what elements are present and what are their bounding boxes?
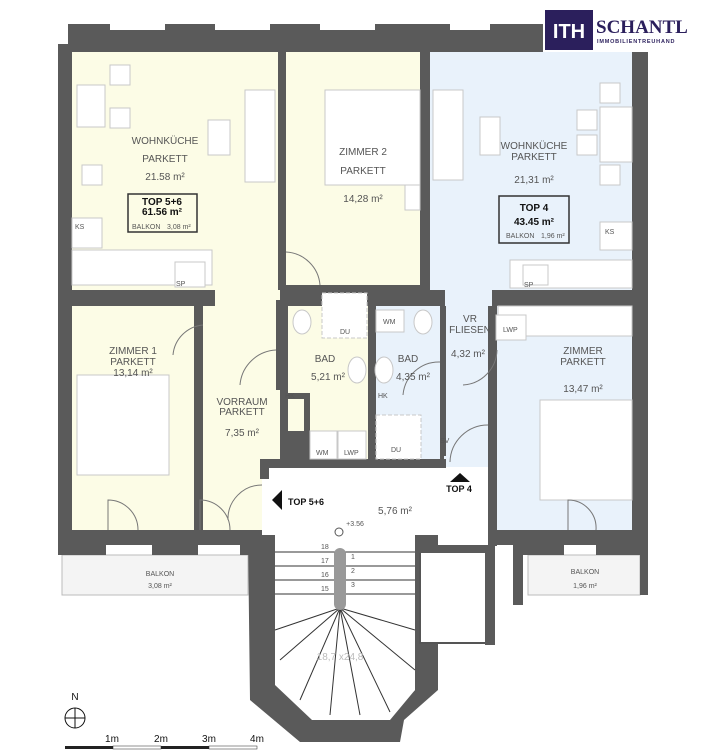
- top56-rooms-2-floor: PARKETT: [110, 357, 155, 368]
- top56-rooms-1-name: ZIMMER 2: [339, 147, 387, 158]
- top56-balcony-label: BALKON: [146, 571, 174, 578]
- scale-ticks-2: 3m: [202, 734, 216, 745]
- top56-summary-box: TOP 5+6 61.56 m² BALKON 3,08 m²: [127, 193, 198, 233]
- top4-labels: WOHNKÜCHE PARKETT 21,31 m² TOP 4 43.45 m…: [378, 140, 615, 454]
- top4-rooms-0-area: 21,31 m²: [514, 175, 554, 186]
- top56-rooms-4-area: 5,21 m²: [311, 372, 346, 383]
- entry-arrow-top4-icon: [450, 473, 470, 482]
- top56-balcony-area: 3,08 m²: [148, 583, 172, 590]
- top56-rooms-3-area: 7,35 m²: [225, 428, 260, 439]
- room-wohnkueche-top4: [430, 52, 632, 290]
- top56-rooms-4-name: BAD: [315, 354, 336, 365]
- interior-walls: [58, 44, 648, 546]
- logo-mark-bg: [545, 10, 593, 50]
- logo-subtitle: IMMOBILIENTREUHAND: [597, 39, 675, 45]
- top56-fixtures-wm: WM: [316, 450, 329, 457]
- top56-fixtures-sp: SP: [176, 281, 186, 288]
- top4-balcony-label: BALKON: [571, 569, 599, 576]
- top4-rooms-1-area: 4,32 m²: [451, 349, 486, 360]
- top56-rooms-3-floor: PARKETT: [219, 407, 264, 418]
- top4-fixtures-lwp: LWP: [503, 327, 518, 334]
- balcony-top56: BALKON 3,08 m²: [58, 530, 250, 596]
- top4-summary-balcony_label: BALKON: [506, 233, 534, 240]
- level-marker-icon: [334, 527, 344, 537]
- furniture: [71, 64, 633, 501]
- top56-rooms-1-area: 14,28 m²: [343, 194, 383, 205]
- logo: ITH SCHANTL IMMOBILIENTREUHAND: [543, 6, 705, 52]
- top56-summary-area: 61.56 m²: [142, 207, 183, 218]
- scale-ticks-3: 4m: [250, 734, 264, 745]
- top4-rooms-1-floor: FLIESEN: [449, 325, 491, 336]
- top56-fixtures-ks: KS: [75, 224, 85, 231]
- stairwell-step_numbers_left-0: 18: [321, 544, 329, 551]
- stairwell-step_numbers_right-2: 3: [351, 582, 355, 589]
- entry-top56: TOP 5+6: [288, 497, 324, 507]
- landing-area: 5,76 m²: [378, 506, 413, 517]
- top4-fixtures-wm: WM: [383, 319, 396, 326]
- top56-labels: WOHNKÜCHE PARKETT 21.58 m² TOP 5+6 61.56…: [75, 135, 387, 457]
- stair-spec: 18,7 x24,8: [317, 652, 364, 663]
- top4-summary-title: TOP 4: [520, 203, 549, 214]
- top4-fixtures-hk: HK: [378, 393, 388, 400]
- doors: [107, 251, 597, 531]
- entry-arrow-top56-icon: [272, 490, 282, 510]
- top4-summary-balcony_area: 1,96 m²: [541, 233, 565, 240]
- top56-rooms-2-name: ZIMMER 1: [109, 346, 157, 357]
- top56-summary-title: TOP 5+6: [142, 197, 182, 208]
- staircase: 18 17 16 15 1 2 3 18,7 x24,8: [248, 535, 495, 742]
- top56-summary-balcony_area: 3,08 m²: [167, 224, 191, 231]
- top4-rooms-0-floor: PARKETT: [511, 152, 556, 163]
- top56-fixtures-hk: HK: [285, 393, 295, 400]
- top56-rooms-1-floor: PARKETT: [340, 166, 385, 177]
- top4-fixtures-sv: SV: [440, 438, 450, 445]
- stairwell-step_numbers_left-1: 17: [321, 558, 329, 565]
- stairwell-labels: TOP 5+6 TOP 4 5,76 m² +3.56: [272, 473, 472, 537]
- top56-rooms-3-name: VORRAUM: [216, 397, 267, 408]
- top4-rooms-2-area: 4,35 m²: [396, 372, 431, 383]
- top56-fixtures-lwp: LWP: [344, 450, 359, 457]
- top4-balcony-area: 1,96 m²: [573, 583, 597, 590]
- stairwell-step_numbers_right-0: 1: [351, 554, 355, 561]
- logo-mark: ITH: [553, 21, 585, 43]
- top4-summary-box: TOP 4 43.45 m² BALKON 1,96 m²: [498, 195, 570, 244]
- stair-landing: [262, 467, 490, 545]
- balcony-top4: BALKON 1,96 m²: [513, 530, 648, 605]
- scale-ticks-1: 2m: [154, 734, 168, 745]
- top4-rooms-1-name: VR: [463, 314, 477, 325]
- top4-fixtures-ks: KS: [605, 229, 615, 236]
- top56-rooms-2-area: 13,14 m²: [113, 368, 153, 379]
- stairwell-step_numbers_left-2: 16: [321, 572, 329, 579]
- stairwell-step_numbers_right-1: 2: [351, 568, 355, 575]
- top56-rooms-0-name: WOHNKÜCHE: [132, 135, 199, 147]
- scale-ticks-0: 1m: [105, 734, 119, 745]
- top4-fixtures-du: DU: [391, 447, 401, 454]
- top4-rooms-0-name: WOHNKÜCHE: [501, 140, 568, 152]
- stairwell-step_numbers_left-3: 15: [321, 586, 329, 593]
- scale-bar: 1m 2m 3m 4m: [65, 734, 264, 750]
- top4-rooms-2-name: BAD: [398, 354, 419, 365]
- top56-fixtures-du: DU: [340, 329, 350, 336]
- top4-summary-area: 43.45 m²: [514, 217, 555, 228]
- top56-rooms-0-floor: PARKETT: [142, 154, 187, 165]
- level-value: +3.56: [346, 521, 364, 528]
- top4-rooms-3-name: ZIMMER: [563, 346, 602, 357]
- north-label: N: [71, 692, 78, 703]
- top4-rooms-3-area: 13,47 m²: [563, 384, 603, 395]
- top4-rooms-3-floor: PARKETT: [560, 357, 605, 368]
- top56-summary-balcony_label: BALKON: [132, 224, 160, 231]
- logo-name: SCHANTL: [596, 17, 688, 38]
- north-arrow: N: [64, 692, 86, 729]
- entry-top4: TOP 4: [446, 484, 472, 494]
- top56-rooms-0-area: 21.58 m²: [145, 172, 185, 183]
- top4-fixtures-sp: SP: [524, 282, 534, 289]
